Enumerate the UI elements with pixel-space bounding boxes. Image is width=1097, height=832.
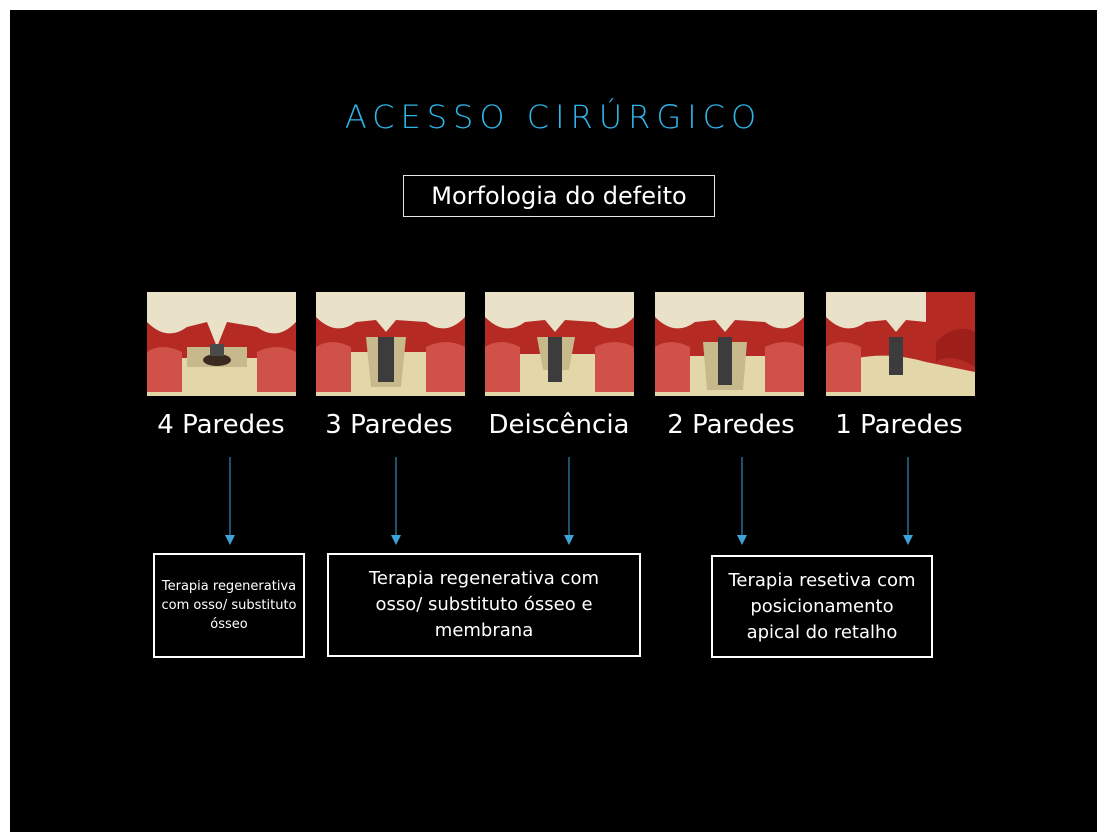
label-4-paredes: 4 Paredes [157,410,285,440]
arrow-down-icon [737,457,747,545]
therapy-box-resective: Terapia resetiva com posicionamento apic… [711,555,933,658]
arrow-down-icon [903,457,913,545]
implant-3-walls-illustration [316,292,465,396]
therapy-text: Terapia regenerativa com osso/ substitut… [368,568,600,641]
arrow-down-icon [564,457,574,545]
implant-1-wall-illustration [826,292,975,396]
label-1-paredes: 1 Paredes [835,410,963,440]
arrow-down-icon [225,457,235,545]
label-deiscencia: Deiscência [488,410,630,440]
implant-2-walls-illustration [655,292,804,396]
label-3-paredes: 3 Paredes [325,410,453,440]
therapy-box-regenerative-bone: Terapia regenerativa com osso/ substitut… [153,553,305,658]
therapy-text: Terapia regenerativa com osso/ substitut… [161,579,297,632]
slide: ACESSO CIRÚRGICO Morfologia do defeito [10,10,1097,832]
slide-title: ACESSO CIRÚRGICO [344,98,763,136]
label-2-paredes: 2 Paredes [667,410,795,440]
subtitle-box: Morfologia do defeito [403,175,715,217]
arrow-down-icon [391,457,401,545]
therapy-box-regenerative-membrane: Terapia regenerativa com osso/ substitut… [327,553,641,657]
therapy-text: Terapia resetiva com posicionamento apic… [728,569,916,643]
implant-4-walls-illustration [147,292,296,396]
implant-dehiscence-illustration [485,292,634,396]
